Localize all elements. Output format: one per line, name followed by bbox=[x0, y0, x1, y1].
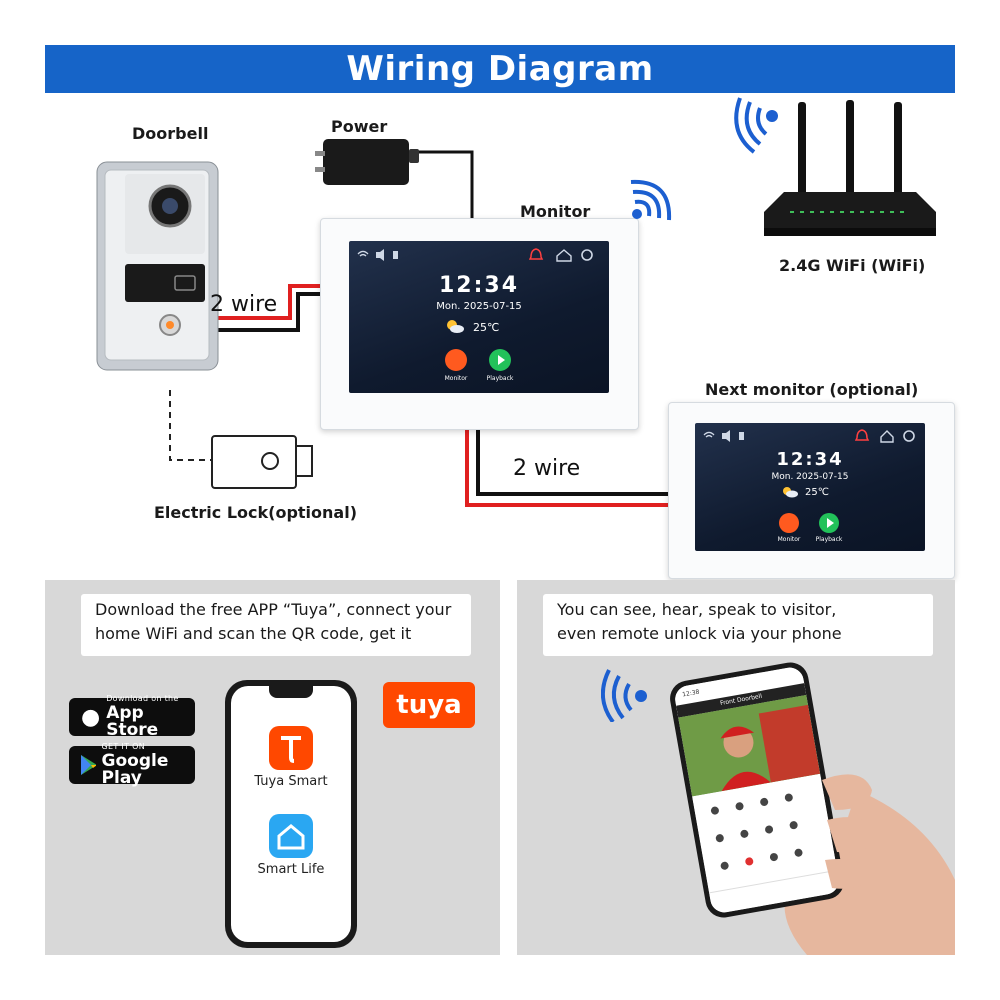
app-download-text-line2: home WiFi and scan the QR code, get it bbox=[95, 624, 412, 643]
next-monitor: 12:34 Mon. 2025-07-15 25℃ Monitor Playba… bbox=[668, 402, 955, 579]
electric-lock-label: Electric Lock(optional) bbox=[154, 503, 358, 522]
wire-black-doorbell bbox=[205, 292, 322, 332]
wiring-lines bbox=[169, 150, 668, 507]
next-monitor-button-icon[interactable] bbox=[779, 513, 799, 533]
google-play-button[interactable]: GET IT ON Google Play bbox=[69, 742, 195, 788]
remote-access-text-line2: even remote unlock via your phone bbox=[557, 624, 842, 643]
next-top-right-icons bbox=[855, 429, 915, 443]
visitor-video-feed bbox=[678, 695, 821, 797]
top-right-icons bbox=[529, 248, 593, 262]
app-download-text: Download the free APP “Tuya”, connect yo… bbox=[81, 594, 471, 656]
wire-red-doorbell bbox=[205, 284, 322, 320]
power-adapter bbox=[315, 137, 420, 189]
tuya-smart-app-label: Tuya Smart bbox=[254, 774, 328, 789]
tuya-logo: tuya bbox=[383, 682, 475, 728]
phone-device-left: Tuya Smart Smart Life bbox=[225, 680, 357, 948]
next-playback-button-icon[interactable] bbox=[819, 513, 839, 533]
wire-black-next bbox=[476, 428, 668, 496]
diagram-title: Wiring Diagram bbox=[346, 49, 654, 89]
next-monitor-screen: 12:34 Mon. 2025-07-15 25℃ Monitor Playba… bbox=[695, 423, 925, 551]
screen-temperature: 25℃ bbox=[473, 321, 500, 334]
screen-time: 12:34 bbox=[438, 273, 520, 298]
playback-button-icon[interactable] bbox=[489, 349, 511, 371]
screen-date: Mon. 2025-07-15 bbox=[436, 301, 522, 312]
smart-life-app-icon[interactable] bbox=[269, 814, 313, 858]
next-playback-button-label: Playback bbox=[815, 536, 843, 543]
wire-label-doorbell: 2 wire bbox=[210, 292, 278, 317]
phone-controls-area bbox=[692, 775, 841, 915]
next-home-icon bbox=[880, 430, 894, 443]
wifi-signal-icon-monitor bbox=[630, 179, 672, 221]
app-download-panel: Download the free APP “Tuya”, connect yo… bbox=[45, 580, 500, 955]
monitor-button-icon[interactable] bbox=[445, 349, 467, 371]
status-icons bbox=[357, 249, 398, 261]
google-play-icon bbox=[81, 755, 96, 775]
phone-in-hand: 12:38 Front Doorbell bbox=[657, 659, 955, 955]
next-bell-icon bbox=[855, 429, 870, 441]
doorbell-device bbox=[95, 160, 220, 372]
app-store-small-text: Download on the bbox=[106, 694, 179, 703]
next-screen-date: Mon. 2025-07-15 bbox=[771, 472, 849, 482]
phone-notch bbox=[269, 686, 313, 698]
diagram-title-banner: Wiring Diagram bbox=[45, 45, 955, 93]
wire-label-next-monitor: 2 wire bbox=[513, 456, 581, 481]
main-monitor: 12:34 Mon. 2025-07-15 25℃ Monitor Playba… bbox=[320, 218, 639, 430]
monitor-label: Monitor bbox=[520, 202, 591, 221]
remote-access-panel: You can see, hear, speak to visitor, eve… bbox=[517, 580, 955, 955]
google-play-small-text: GET IT ON bbox=[101, 742, 145, 751]
app-store-button[interactable]: ● Download on the App Store bbox=[69, 694, 195, 740]
next-settings-icon bbox=[903, 430, 915, 442]
fingers-illustration bbox=[822, 774, 879, 889]
lock-dashed-line bbox=[169, 390, 212, 461]
phone-screen-right: 12:38 Front Doorbell bbox=[673, 665, 841, 915]
next-screen-temperature: 25℃ bbox=[805, 487, 829, 498]
wire-red-next bbox=[465, 428, 668, 507]
bell-icon bbox=[529, 248, 544, 260]
electric-lock-device bbox=[210, 430, 315, 492]
weather-icon bbox=[447, 320, 464, 333]
doorbell-label: Doorbell bbox=[132, 124, 209, 143]
settings-icon bbox=[581, 249, 593, 261]
main-monitor-screen: 12:34 Mon. 2025-07-15 25℃ Monitor Playba… bbox=[349, 241, 609, 393]
next-monitor-button-label: Monitor bbox=[777, 536, 801, 543]
power-cable bbox=[415, 150, 474, 218]
tuya-smart-app-icon[interactable] bbox=[269, 726, 313, 770]
next-screen-time: 12:34 bbox=[776, 449, 844, 470]
apple-icon: ● bbox=[81, 704, 101, 730]
smart-life-app-label: Smart Life bbox=[257, 862, 325, 877]
power-label: Power bbox=[331, 117, 388, 136]
next-status-icons bbox=[703, 430, 744, 442]
router-device bbox=[764, 100, 936, 236]
phone-device-right: 12:38 Front Doorbell bbox=[667, 659, 847, 921]
playback-button-label: Playback bbox=[486, 375, 514, 382]
wifi-signal-icon-router bbox=[734, 97, 778, 154]
remote-access-text: You can see, hear, speak to visitor, eve… bbox=[543, 594, 933, 656]
phone-screen-left: Tuya Smart Smart Life bbox=[231, 686, 351, 942]
next-weather-icon bbox=[783, 487, 798, 498]
next-monitor-label: Next monitor (optional) bbox=[705, 380, 919, 399]
google-play-big-text: Google Play bbox=[101, 751, 169, 788]
monitor-button-label: Monitor bbox=[444, 375, 468, 382]
app-download-text-line1: Download the free APP “Tuya”, connect yo… bbox=[95, 600, 452, 619]
app-store-big-text: App Store bbox=[106, 703, 159, 740]
home-icon bbox=[556, 249, 572, 262]
remote-access-text-line1: You can see, hear, speak to visitor, bbox=[557, 600, 837, 619]
router-label: 2.4G WiFi (WiFi) bbox=[779, 256, 926, 275]
wifi-signal-icon-phone bbox=[601, 669, 647, 722]
